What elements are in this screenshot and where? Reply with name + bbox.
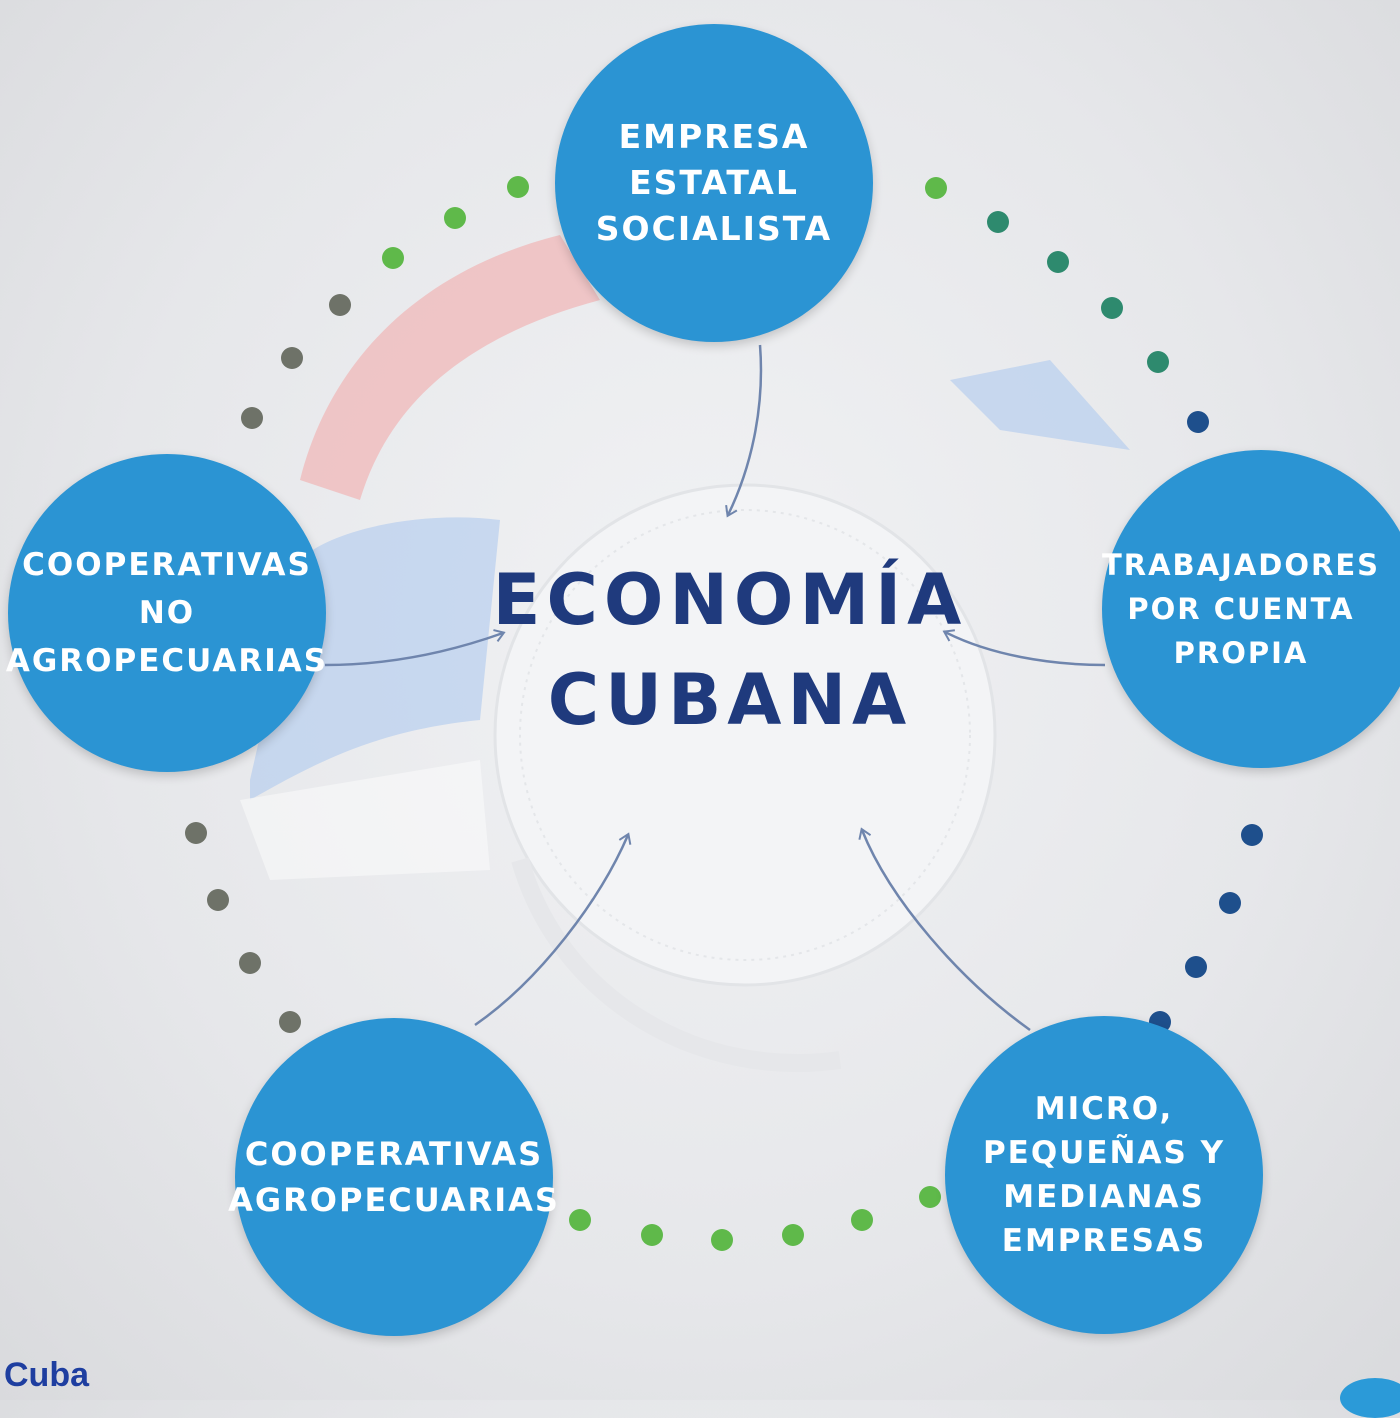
center-title: ECONOMÍA CUBANA xyxy=(450,550,1010,750)
ring-dot xyxy=(507,176,529,198)
ring-dot xyxy=(569,1209,591,1231)
arrow-from-coop-no-agro xyxy=(324,629,506,667)
node-label-line: COOPERATIVAS xyxy=(22,547,312,583)
ring-dot xyxy=(382,247,404,269)
node-empresa-estatal-socialista: EMPRESA ESTATAL SOCIALISTA xyxy=(555,24,873,342)
node-label-line: ESTATAL xyxy=(629,163,799,202)
ring-dot xyxy=(1047,251,1069,273)
ring-dot xyxy=(444,207,466,229)
node-label-line: PEQUEÑAS Y xyxy=(982,1135,1226,1171)
ring-dot xyxy=(1147,351,1169,373)
node-label-line: MICRO, xyxy=(1034,1091,1174,1127)
center-title-line: CUBANA xyxy=(547,659,913,741)
ring-dot xyxy=(1219,892,1241,914)
ring-dot xyxy=(987,211,1009,233)
ring-dot xyxy=(1241,824,1263,846)
ring-dot xyxy=(207,889,229,911)
ring-dot xyxy=(711,1229,733,1251)
node-label-line: EMPRESA xyxy=(618,117,810,156)
node-label-line: POR CUENTA xyxy=(1127,592,1355,626)
node-cooperativas-agropecuarias: COOPERATIVAS AGROPECUARIAS xyxy=(228,1018,558,1336)
dotted-ring xyxy=(185,176,1263,1251)
ring-dot xyxy=(1101,297,1123,319)
node-label-line: SOCIALISTA xyxy=(595,209,833,248)
node-micro-pequenas-medianas-empresas: MICRO, PEQUEÑAS Y MEDIANAS EMPRESAS xyxy=(945,1016,1263,1334)
node-trabajadores-por-cuenta-propia: TRABAJADORES POR CUENTA PROPIA xyxy=(1102,450,1400,768)
coin-background-decoration xyxy=(493,483,997,1073)
node-cooperativas-no-agropecuarias: COOPERATIVAS NO AGROPECUARIAS xyxy=(5,454,329,772)
ring-dot xyxy=(851,1209,873,1231)
node-label-line: AGROPECUARIAS xyxy=(228,1181,560,1219)
ring-dot xyxy=(281,347,303,369)
ring-dot xyxy=(782,1224,804,1246)
flag-background-decoration xyxy=(240,235,1130,880)
ring-dot xyxy=(925,177,947,199)
ring-dot xyxy=(641,1224,663,1246)
footer-source-label: Cuba xyxy=(4,1356,89,1394)
node-label-line: EMPRESAS xyxy=(1001,1223,1207,1259)
node-label-line: PROPIA xyxy=(1173,636,1309,670)
node-label-line: NO xyxy=(138,595,196,631)
ring-dot xyxy=(185,822,207,844)
ring-dot xyxy=(241,407,263,429)
ring-dot xyxy=(1187,411,1209,433)
node-label-line: COOPERATIVAS xyxy=(244,1135,544,1173)
arrow-from-trabajadores xyxy=(942,629,1106,667)
arrow-group xyxy=(324,344,1106,1032)
node-label-line: TRABAJADORES xyxy=(1101,548,1381,582)
ring-dot xyxy=(239,952,261,974)
ring-dot xyxy=(919,1186,941,1208)
ring-dot xyxy=(329,294,351,316)
corner-logo-fragment xyxy=(1340,1378,1400,1418)
ring-dot xyxy=(279,1011,301,1033)
arrow-from-empresa-estatal xyxy=(725,344,763,518)
ring-dot xyxy=(1185,956,1207,978)
arrow-from-coop-agro xyxy=(474,832,632,1027)
arrow-from-mipymes xyxy=(858,827,1031,1032)
node-label-line: MEDIANAS xyxy=(1003,1179,1205,1215)
center-title-line: ECONOMÍA xyxy=(492,559,968,641)
node-label-line: AGROPECUARIAS xyxy=(5,643,329,679)
